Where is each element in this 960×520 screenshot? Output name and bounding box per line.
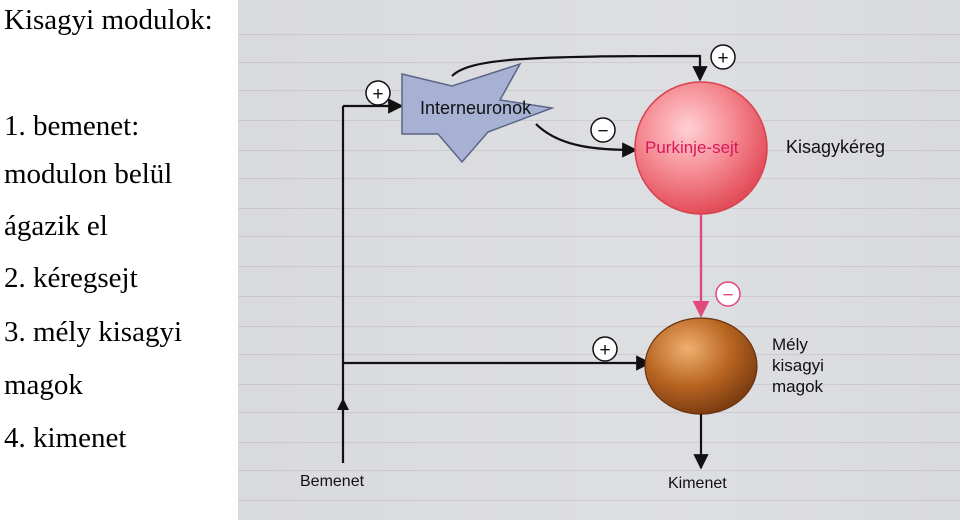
slide-line-7: 4. kimenet	[4, 422, 127, 454]
plus-sign-nuclei: +	[592, 336, 618, 362]
slide-title: Kisagyi modulok:	[4, 4, 213, 36]
deep-nuclei-label-line-1: Mély	[772, 335, 808, 354]
purkinje-label: Purkinje-sejt	[645, 138, 739, 157]
minus-sign-purkinje: −	[715, 281, 741, 307]
cortex-label: Kisagykéreg	[786, 137, 885, 157]
slide-line-3: ágazik el	[4, 210, 108, 242]
parallel-fiber-arrow	[451, 54, 708, 82]
deep-nuclei-label-line-3: magok	[772, 377, 824, 396]
input-label: Bemenet	[300, 473, 365, 490]
svg-text:+: +	[599, 340, 610, 361]
interneurons-label: Interneuronok	[420, 98, 532, 118]
plus-sign-parallel: +	[710, 44, 736, 70]
slide-line-2: modulon belül	[4, 158, 173, 190]
input-up-arrowhead	[337, 398, 349, 410]
minus-sign-interneuron: −	[590, 117, 616, 143]
output-label: Kimenet	[668, 475, 727, 492]
interneuron-shape	[401, 62, 555, 164]
svg-text:+: +	[717, 48, 728, 69]
scanned-page-background	[238, 0, 960, 520]
slide-line-5: 3. mély kisagyi	[4, 316, 183, 348]
interneuron-to-purkinje-arrow	[535, 123, 638, 158]
svg-text:+: +	[372, 84, 383, 105]
svg-text:−: −	[597, 121, 608, 142]
svg-text:−: −	[722, 285, 733, 306]
slide-line-4: 2. kéregsejt	[4, 262, 138, 294]
slide-text-panel: Kisagyi modulok: 1. bemenet: modulon bel…	[0, 0, 238, 520]
slide-line-1: 1. bemenet:	[4, 110, 140, 142]
slide-line-6: magok	[4, 369, 83, 401]
deep-nuclei	[644, 317, 758, 415]
plus-sign-input: +	[365, 80, 391, 106]
deep-nuclei-label-line-2: kisagyi	[772, 356, 824, 375]
